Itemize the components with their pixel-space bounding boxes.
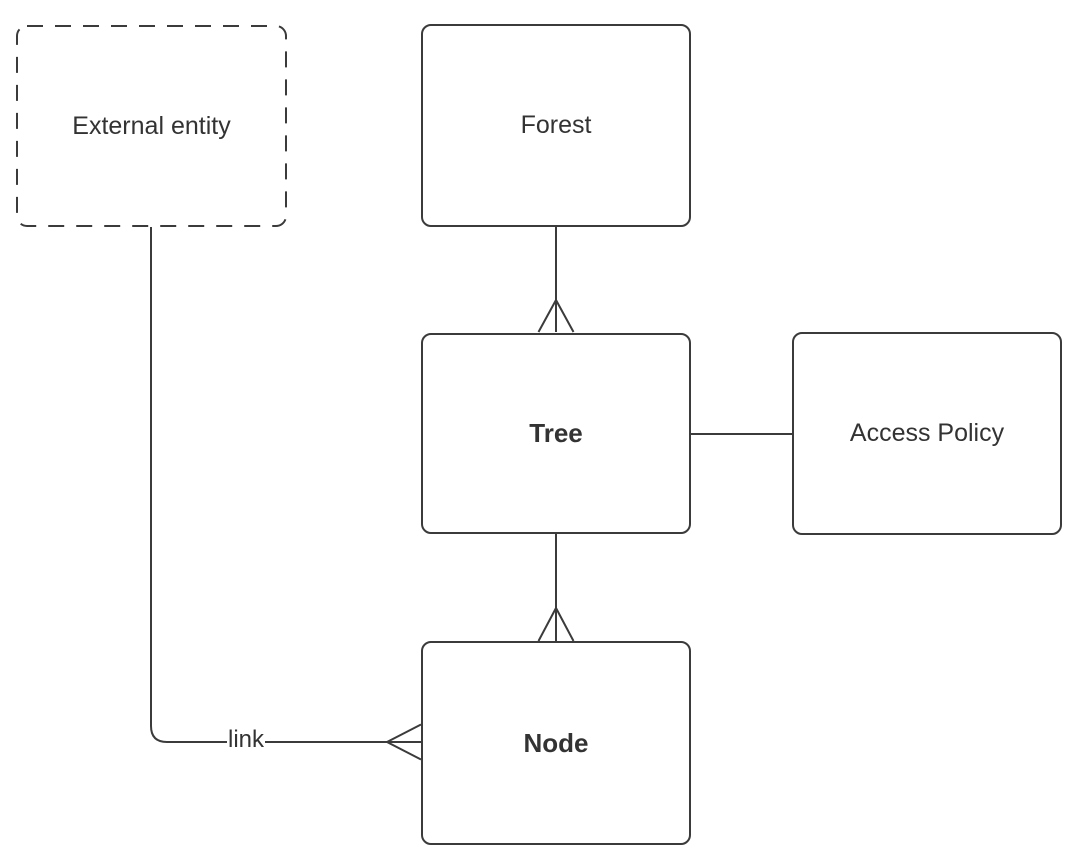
entity-node[interactable]: Node	[421, 641, 691, 845]
crow-foot-icon	[537, 299, 575, 333]
connector-externalentity-node	[150, 227, 422, 761]
connector-forest-tree	[537, 227, 575, 333]
entity-forest[interactable]: Forest	[421, 24, 691, 227]
entity-access-policy[interactable]: Access Policy	[792, 332, 1062, 535]
entity-label-node: Node	[523, 727, 589, 758]
connector-tree-node	[537, 534, 575, 642]
entity-label-external-entity: External entity	[72, 111, 231, 140]
entity-label-forest: Forest	[520, 111, 592, 139]
relationship-label-link: link	[226, 725, 266, 754]
entity-label-tree: Tree	[529, 418, 583, 448]
entity-tree[interactable]: Tree	[421, 333, 691, 534]
crow-foot-icon	[386, 723, 422, 761]
crow-foot-icon	[537, 607, 575, 642]
entity-label-access-policy: Access Policy	[849, 419, 1005, 447]
entity-external-entity[interactable]: External entity	[16, 25, 287, 227]
